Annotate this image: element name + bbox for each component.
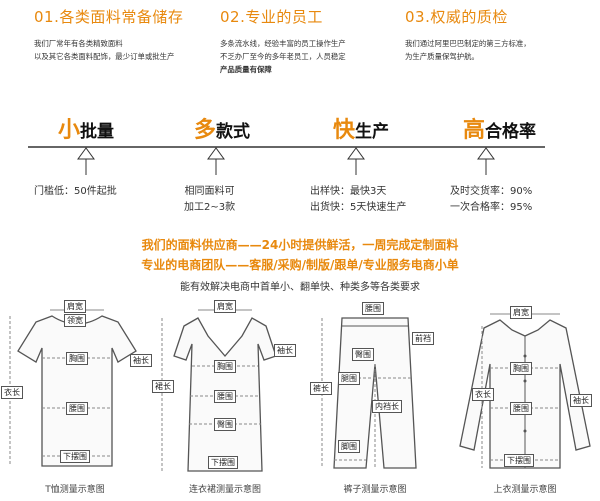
desc-line: 为生产质量保驾护航。	[405, 52, 479, 61]
header-item-1-desc: 我们厂常年有各类精致面料 以及其它各类面料配饰，最少订单或批生产	[34, 37, 209, 63]
dress-tag-hip: 臀围	[214, 418, 236, 431]
pants-tag-length: 裤长	[310, 382, 332, 395]
detail-line: 出样快：最快3天	[310, 186, 387, 197]
feature-details-2: 相同面料可 加工2~3款	[184, 184, 235, 216]
pants-tag-waist: 腰围	[362, 302, 384, 315]
pants-tag-hip: 臀围	[352, 348, 374, 361]
tshirt-caption: T恤测量示意图	[45, 485, 105, 495]
shirt-tag-length: 衣长	[472, 388, 494, 401]
timeline	[28, 146, 545, 175]
tshirt-diagram: 肩宽 领宽 袖长 衣长 胸围 腰围 下摆围 T恤测量示意图	[0, 296, 152, 501]
feature-high-pass-rate: 高合格率	[463, 112, 536, 144]
pants-diagram: 腰围 前裆 臀围 裤长 腿围 内裆长 脚围 裤子测量示意图	[300, 296, 450, 501]
desc-line: 不乏办厂至今的多年老员工，人员稳定	[220, 52, 346, 61]
shirt-caption: 上衣测量示意图	[493, 485, 557, 495]
tshirt-tag-shoulder: 肩宽	[64, 300, 86, 313]
header-item-1: 01.各类面料常备储存 我们厂常年有各类精致面料 以及其它各类面料配饰，最少订单…	[34, 6, 209, 92]
feature-details-4: 及时交货率：90% 一次合格率：95%	[450, 184, 532, 216]
header-item-2-desc: 多条流水线，经验丰富的员工操作生产 不乏办厂至今的多年老员工，人员稳定 产品质量…	[220, 37, 395, 76]
feature-big-char: 快	[333, 118, 356, 143]
detail-line: 一次合格率：95%	[450, 202, 533, 213]
shirt-tag-sleeve: 袖长	[570, 394, 592, 407]
tshirt-tag-length: 衣长	[1, 386, 23, 399]
feature-big-char: 高	[463, 118, 486, 143]
tshirt-outline	[9, 309, 137, 467]
dress-tag-chest: 胸围	[214, 360, 236, 373]
timeline-pointer-4	[477, 147, 495, 175]
dress-tag-length: 裙长	[152, 380, 174, 393]
header-item-2-title: 02.专业的员工	[220, 8, 323, 26]
tshirt-tag-sleeve: 袖长	[130, 354, 152, 367]
tshirt-tag-hem: 下摆围	[60, 450, 90, 463]
dress-tag-shoulder: 肩宽	[214, 300, 236, 313]
feature-rest: 款式	[216, 122, 251, 142]
header-item-3-desc: 我们通过阿里巴巴制定的第三方标准， 为生产质量保驾护航。	[405, 37, 595, 63]
detail-line: 及时交货率：90%	[450, 186, 533, 197]
timeline-pointer-1	[77, 147, 95, 175]
feature-details-3: 出样快：最快3天 出货快：5天快速生产	[310, 184, 406, 216]
feature-details-1: 门槛低：50件起批	[34, 184, 117, 200]
detail-line: 门槛低：50件起批	[34, 186, 117, 197]
pants-caption: 裤子测量示意图	[343, 485, 407, 495]
desc-line: 多条流水线，经验丰富的员工操作生产	[220, 39, 346, 48]
shirt-tag-shoulder: 肩宽	[510, 306, 532, 319]
pants-tag-foot: 脚围	[338, 440, 360, 453]
pants-tag-rise: 前裆	[412, 332, 434, 345]
feature-rest: 合格率	[485, 122, 537, 142]
feature-fast-production: 快生产	[333, 112, 389, 144]
feature-rest: 生产	[355, 122, 390, 142]
tshirt-tag-chest: 胸围	[66, 352, 88, 365]
dress-tag-waist: 腰围	[214, 390, 236, 403]
feature-big-char: 小	[58, 118, 81, 143]
timeline-pointer-3	[347, 147, 365, 175]
feature-many-styles: 多款式	[194, 112, 250, 144]
slogan-line-3: 能有效解决电商中首单小、翻单快、种类多等各类要求	[180, 282, 420, 293]
shirt-tag-waist: 腰围	[510, 402, 532, 415]
pants-tag-inseam: 内裆长	[372, 400, 402, 413]
shirt-tag-hem: 下摆围	[504, 454, 534, 467]
dress-diagram: 肩宽 袖长 胸围 裙长 腰围 臀围 下摆围 连衣裙测量示意图	[150, 296, 300, 501]
detail-line: 相同面料可	[184, 186, 235, 197]
slogan-line-1: 我们的面料供应商——24小时提供鲜活，一周完成定制面料	[141, 238, 459, 252]
header-item-1-title: 01.各类面料常备储存	[34, 8, 184, 26]
desc-line: 我们通过阿里巴巴制定的第三方标准，	[405, 39, 531, 48]
dress-tag-hem: 下摆围	[208, 456, 238, 469]
feature-small-batch: 小批量	[58, 112, 114, 144]
feature-rest: 批量	[80, 122, 115, 142]
desc-line: 产品质量有保障	[220, 65, 272, 74]
shirt-diagram: 肩宽 胸围 衣长 腰围 袖长 下摆围 上衣测量示意图	[450, 296, 600, 501]
slogan-line-2: 专业的电商团队——客服/采购/制版/跟单/专业服务电商小单	[141, 258, 459, 272]
detail-line: 加工2~3款	[184, 202, 236, 213]
pants-tag-thigh: 腿围	[338, 372, 360, 385]
dress-tag-sleeve: 袖长	[274, 344, 296, 357]
tshirt-tag-neck: 领宽	[64, 314, 86, 327]
desc-line: 以及其它各类面料配饰，最少订单或批生产	[34, 52, 175, 61]
timeline-pointer-2	[207, 147, 225, 175]
tshirt-tag-waist: 腰围	[66, 402, 88, 415]
dress-caption: 连衣裙测量示意图	[188, 485, 261, 495]
desc-line: 我们厂常年有各类精致面料	[34, 39, 123, 48]
shirt-tag-chest: 胸围	[510, 362, 532, 375]
header-item-3-title: 03.权威的质检	[405, 8, 508, 26]
header-item-3: 03.权威的质检 我们通过阿里巴巴制定的第三方标准， 为生产质量保驾护航。	[405, 6, 595, 92]
feature-big-char: 多	[194, 118, 217, 143]
detail-line: 出货快：5天快速生产	[310, 202, 407, 213]
header-item-2: 02.专业的员工 多条流水线，经验丰富的员工操作生产 不乏办厂至今的多年老员工，…	[220, 6, 395, 92]
